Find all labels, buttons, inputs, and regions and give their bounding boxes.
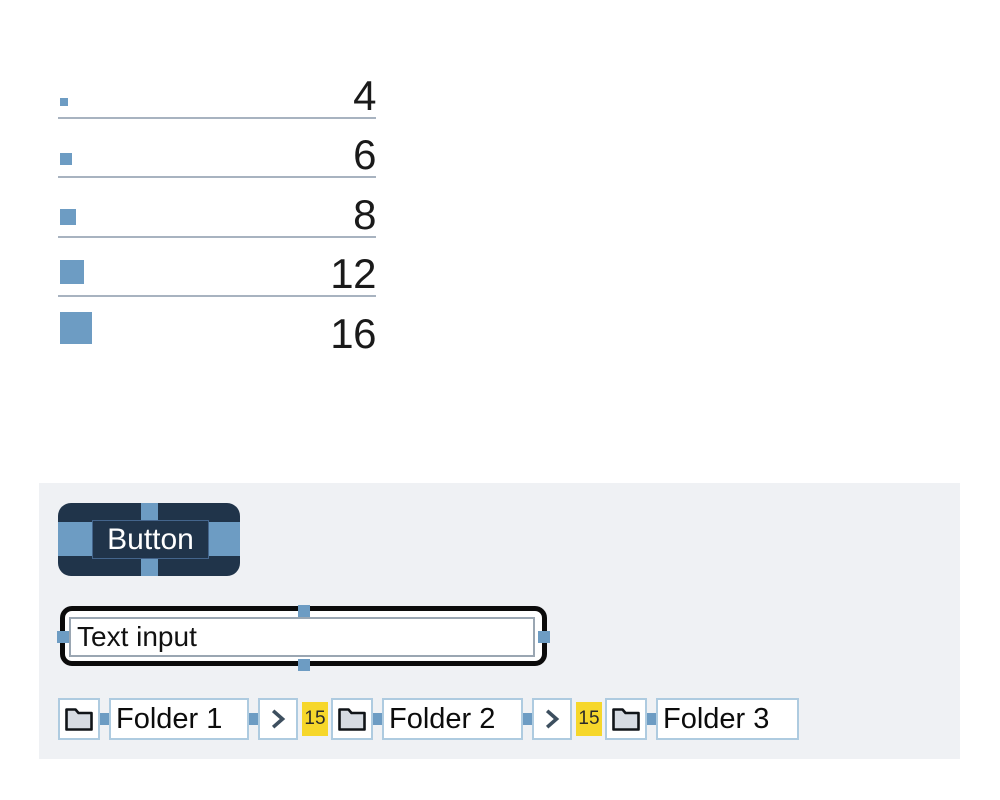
folder-icon-box[interactable] <box>605 698 647 740</box>
scale-row: 4 <box>58 59 376 119</box>
scale-row: 6 <box>58 119 376 178</box>
chevron-right-icon <box>271 709 285 729</box>
folder-icon-box[interactable] <box>331 698 373 740</box>
gap-marker <box>647 713 656 725</box>
scale-row: 12 <box>58 238 376 297</box>
breadcrumb-separator <box>532 698 572 740</box>
breadcrumb-separator <box>258 698 298 740</box>
resize-handle-right[interactable] <box>538 631 550 643</box>
resize-handle-top[interactable] <box>298 605 310 617</box>
breadcrumb-item-label: Folder 2 <box>389 702 496 735</box>
size-swatch <box>60 208 76 225</box>
folder-icon <box>338 708 366 731</box>
scale-value: 6 <box>353 131 376 178</box>
breadcrumb: Folder 1 15 Folder 2 15 <box>58 698 799 740</box>
resize-handle-left[interactable] <box>57 631 69 643</box>
scale-row: 16 <box>58 297 376 357</box>
size-swatch <box>60 153 72 165</box>
gap-size-badge: 15 <box>302 702 328 736</box>
demo-button[interactable]: Button <box>58 503 240 576</box>
folder-icon <box>612 708 640 731</box>
scale-value: 4 <box>353 71 376 119</box>
text-input[interactable] <box>69 617 535 657</box>
breadcrumb-item[interactable]: Folder 2 <box>382 698 523 740</box>
breadcrumb-item-label: Folder 1 <box>116 702 223 735</box>
scale-value: 16 <box>330 309 376 357</box>
chevron-right-icon <box>545 709 559 729</box>
gap-marker <box>523 713 532 725</box>
size-scale-list: 4 6 8 12 16 <box>58 59 376 357</box>
button-label: Button <box>107 522 194 556</box>
scale-value: 12 <box>330 250 376 297</box>
resize-handle-bottom[interactable] <box>298 659 310 671</box>
size-swatch <box>60 97 68 106</box>
gap-marker <box>100 713 109 725</box>
breadcrumb-item-label: Folder 3 <box>663 702 770 735</box>
gap-marker <box>373 713 382 725</box>
gap-size-badge: 15 <box>576 702 602 736</box>
size-swatch <box>60 311 92 344</box>
size-swatch <box>60 260 84 284</box>
breadcrumb-item[interactable]: Folder 1 <box>109 698 249 740</box>
scale-row: 8 <box>58 178 376 238</box>
folder-icon-box[interactable] <box>58 698 100 740</box>
folder-icon <box>65 708 93 731</box>
button-label-box: Button <box>92 520 209 559</box>
breadcrumb-item[interactable]: Folder 3 <box>656 698 799 740</box>
scale-value: 8 <box>353 190 376 238</box>
gap-marker <box>249 713 258 725</box>
